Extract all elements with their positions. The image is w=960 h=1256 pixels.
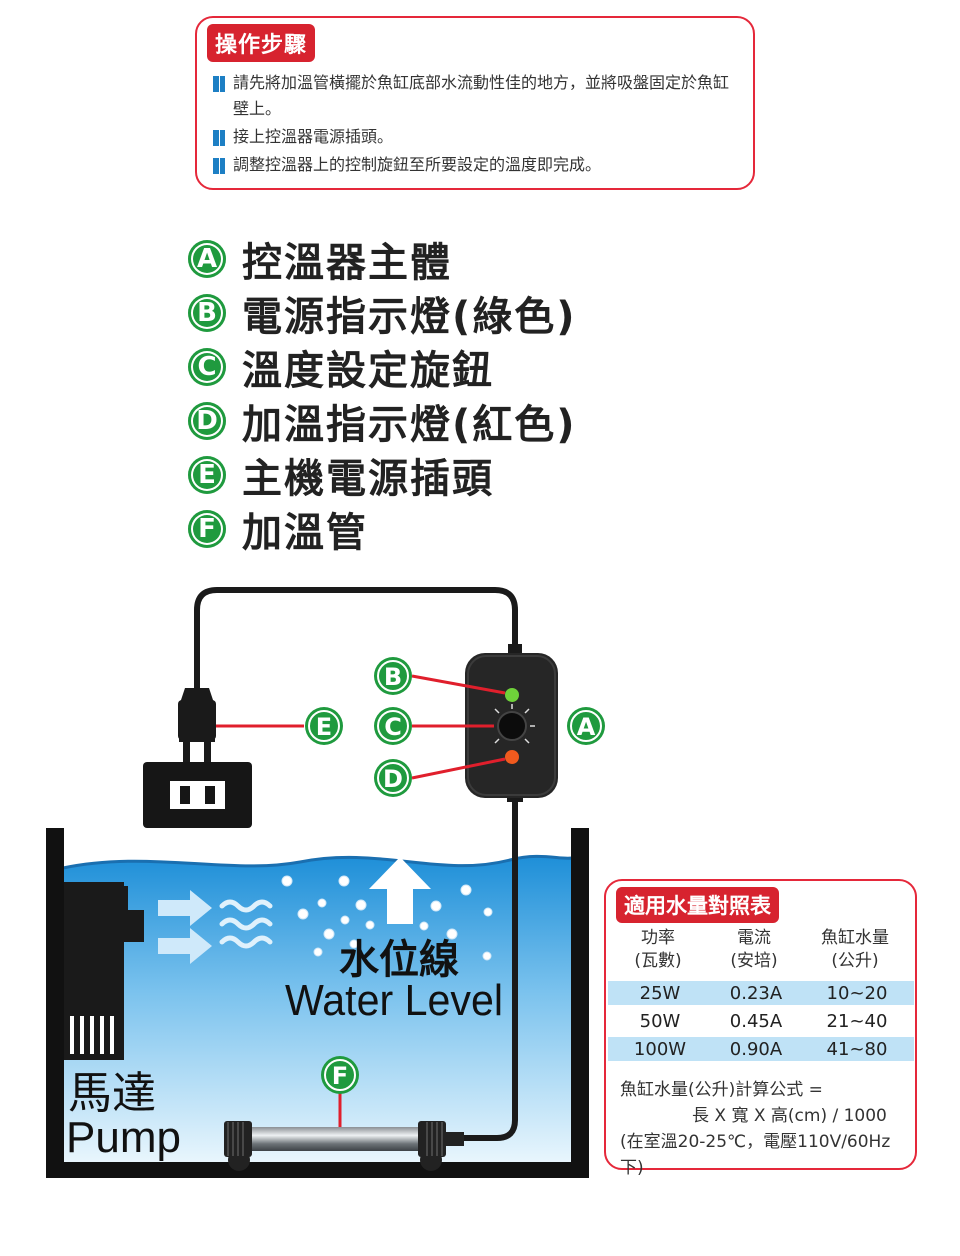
formula-line-2: 長 X 寬 X 高(cm) / 1000 bbox=[692, 1106, 887, 1126]
step-text: 請先將加溫管橫擺於魚缸底部水流動性佳的地方，並將吸盤固定於魚缸壁上。 bbox=[233, 73, 730, 118]
svg-text:A: A bbox=[577, 713, 596, 741]
volume-formula: 魚缸水量(公升)計算公式 = 長 X 寬 X 高(cm) / 1000 (在室溫… bbox=[620, 1077, 910, 1181]
part-label: 控溫器主體 bbox=[242, 240, 452, 286]
step-item: 調整控溫器上的控制旋鈕至所要設定的溫度即完成。 bbox=[211, 152, 741, 178]
part-item: D 加溫指示燈(紅色) bbox=[188, 394, 577, 448]
callout-lines bbox=[216, 674, 506, 1132]
part-badge: C bbox=[188, 348, 226, 386]
cell-volume: 21~40 bbox=[826, 1010, 888, 1032]
header-volume: 魚缸水量 (公升) bbox=[798, 927, 912, 973]
table-header: 功率 (瓦數) 電流 (安培) 魚缸水量 (公升) bbox=[606, 927, 915, 973]
heater-cable bbox=[462, 795, 518, 1141]
header-volume-unit: (公升) bbox=[831, 951, 879, 971]
cell-current: 0.23A bbox=[729, 982, 783, 1004]
step-marker-icon bbox=[213, 130, 225, 146]
callout-a: A bbox=[567, 707, 605, 745]
cell-current: 0.45A bbox=[729, 1010, 783, 1032]
part-badge: E bbox=[188, 456, 226, 494]
part-item: F 加溫管 bbox=[188, 502, 577, 556]
step-item: 請先將加溫管橫擺於魚缸底部水流動性佳的地方，並將吸盤固定於魚缸壁上。 bbox=[211, 70, 741, 122]
header-current: 電流 (安培) bbox=[710, 927, 798, 973]
step-item: 接上控溫器電源插頭。 bbox=[211, 124, 741, 150]
instructions-box: 操作步驟 請先將加溫管橫擺於魚缸底部水流動性佳的地方，並將吸盤固定於魚缸壁上。 … bbox=[195, 16, 755, 190]
part-label: 溫度設定旋鈕 bbox=[242, 348, 494, 394]
part-label: 主機電源插頭 bbox=[242, 456, 494, 502]
water-level-en: Water Level bbox=[285, 976, 503, 1025]
heating-led-red bbox=[505, 750, 519, 764]
svg-text:E: E bbox=[316, 713, 332, 741]
temperature-knob[interactable] bbox=[489, 704, 535, 744]
part-badge: F bbox=[188, 510, 226, 548]
svg-text:D: D bbox=[383, 765, 403, 793]
parts-legend: A 控溫器主體 B 電源指示燈(綠色) C 溫度設定旋鈕 D 加溫指示燈(紅色)… bbox=[188, 232, 577, 556]
instructions-title: 操作步驟 bbox=[207, 24, 316, 62]
callout-d: D bbox=[374, 759, 412, 797]
callout-f: F bbox=[321, 1056, 359, 1094]
svg-text:C: C bbox=[384, 713, 402, 741]
step-text: 接上控溫器電源插頭。 bbox=[233, 127, 394, 146]
power-outlet bbox=[143, 762, 252, 828]
part-item: B 電源指示燈(綠色) bbox=[188, 286, 577, 340]
part-badge: D bbox=[188, 402, 226, 440]
capacity-table-title: 適用水量對照表 bbox=[616, 887, 779, 923]
bubbles bbox=[281, 875, 493, 961]
header-power-label: 功率 bbox=[641, 928, 675, 948]
svg-text:B: B bbox=[384, 663, 402, 691]
cell-power: 50W bbox=[639, 1010, 681, 1032]
step-marker-icon bbox=[213, 76, 225, 92]
callout-b: B bbox=[374, 657, 412, 695]
flow-waves-icon bbox=[219, 899, 273, 949]
water-level-zh: 水位線 bbox=[339, 937, 459, 983]
flow-arrows-icon bbox=[158, 890, 212, 964]
part-item: A 控溫器主體 bbox=[188, 232, 577, 286]
table-row: 25W 0.23A 10~20 bbox=[608, 981, 914, 1005]
cell-power: 100W bbox=[633, 1038, 687, 1060]
cell-volume: 41~80 bbox=[826, 1038, 888, 1060]
header-current-unit: (安培) bbox=[730, 951, 778, 971]
power-led-green bbox=[505, 688, 519, 702]
pump-label-zh: 馬達 bbox=[68, 1068, 156, 1119]
part-badge: A bbox=[188, 240, 226, 278]
part-label: 電源指示燈(綠色) bbox=[242, 294, 577, 340]
callout-badges: B C D E A F bbox=[305, 657, 605, 1094]
header-power-unit: (瓦數) bbox=[634, 951, 682, 971]
header-volume-label: 魚缸水量 bbox=[821, 928, 889, 948]
part-item: C 溫度設定旋鈕 bbox=[188, 340, 577, 394]
formula-line-1: 魚缸水量(公升)計算公式 = bbox=[620, 1080, 823, 1100]
svg-text:F: F bbox=[332, 1062, 348, 1090]
capacity-table-box: 適用水量對照表 功率 (瓦數) 電流 (安培) 魚缸水量 (公升) 25W 0.… bbox=[604, 879, 917, 1178]
power-plug bbox=[178, 688, 216, 762]
callout-c: C bbox=[374, 707, 412, 745]
instructions-list: 請先將加溫管橫擺於魚缸底部水流動性佳的地方，並將吸盤固定於魚缸壁上。 接上控溫器… bbox=[211, 70, 741, 180]
header-current-label: 電流 bbox=[737, 928, 771, 948]
cell-volume: 10~20 bbox=[826, 982, 888, 1004]
part-label: 加溫指示燈(紅色) bbox=[242, 402, 577, 448]
pump-label-en: Pump bbox=[66, 1113, 181, 1162]
table-row: 50W 0.45A 21~40 bbox=[608, 1009, 914, 1033]
part-label: 加溫管 bbox=[242, 510, 368, 556]
part-badge: B bbox=[188, 294, 226, 332]
step-text: 調整控溫器上的控制旋鈕至所要設定的溫度即完成。 bbox=[233, 155, 602, 174]
callout-e: E bbox=[305, 707, 343, 745]
part-item: E 主機電源插頭 bbox=[188, 448, 577, 502]
heater-tube bbox=[224, 1121, 464, 1171]
pump bbox=[64, 882, 144, 1060]
formula-note: (在室溫20-25℃，電壓110V/60Hz下) bbox=[620, 1132, 891, 1178]
step-marker-icon bbox=[213, 158, 225, 174]
power-cable bbox=[194, 587, 518, 690]
tank bbox=[46, 828, 589, 1178]
aquarium-diagram: 水位線 Water Level 馬達 Pump B C D E A F bbox=[46, 587, 605, 1178]
cell-current: 0.90A bbox=[729, 1038, 783, 1060]
table-row: 100W 0.90A 41~80 bbox=[608, 1037, 914, 1061]
cell-power: 25W bbox=[639, 982, 681, 1004]
up-arrow-icon bbox=[369, 857, 431, 924]
header-power: 功率 (瓦數) bbox=[606, 927, 710, 973]
